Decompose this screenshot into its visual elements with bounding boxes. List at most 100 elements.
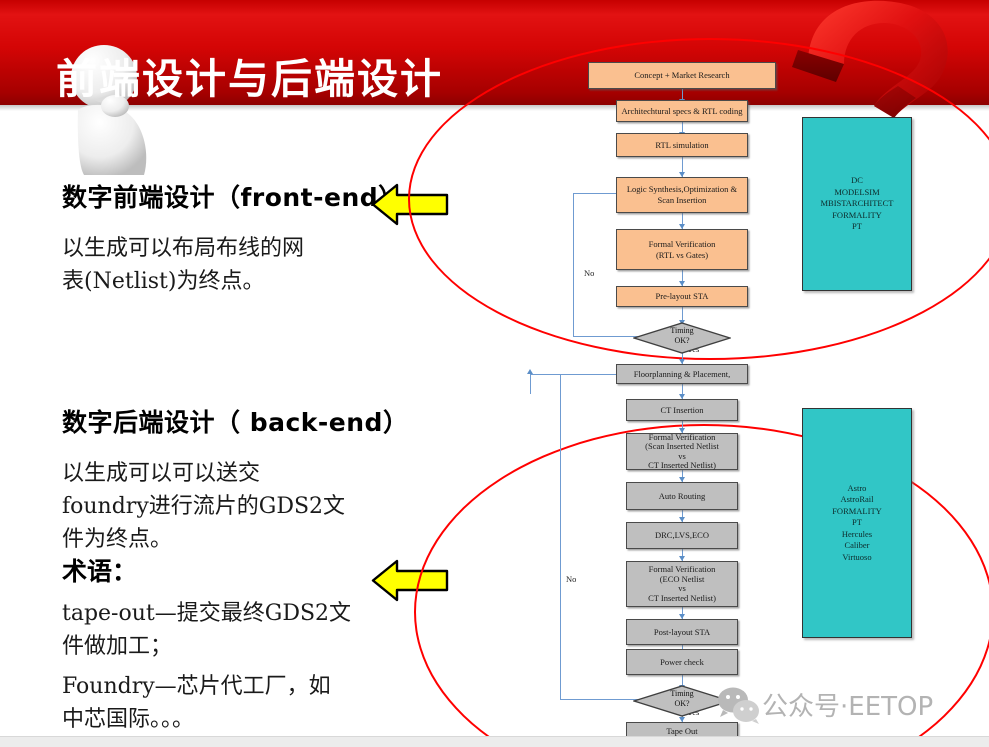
flow-node-label: Formal Verification (Scan Inserted Netli… (645, 431, 719, 470)
arrowhead-icon (678, 517, 685, 522)
flow-node-label: Concept + Market Research (634, 70, 730, 80)
flow-node-floorplanning: Floorplanning & Placement, (616, 364, 748, 384)
flow-node-concept: Concept + Market Research (588, 62, 776, 89)
arrowhead-icon (678, 359, 685, 364)
front-end-body-line1: 以生成可以布局布线的网 (62, 236, 305, 261)
arrowhead-icon (678, 428, 685, 433)
arrowhead-icon (678, 477, 685, 482)
term-foundry-line1: Foundry—芯片代工厂，如 (62, 674, 331, 699)
front-end-body: 以生成可以布局布线的网 表(Netlist)为终点。 (62, 232, 392, 298)
back-end-tools-list: Astro AstroRail FORMALITY PT Hercules Ca… (832, 483, 882, 564)
flow-node-drc-lvs-eco: DRC,LVS,ECO (626, 522, 738, 549)
flow-node-label: Auto Routing (658, 490, 706, 501)
arrowhead-icon (678, 394, 685, 399)
back-end-heading: 数字后端设计（ back-end） (62, 408, 409, 437)
flow-node-power-check: Power check (626, 649, 738, 675)
terms-heading: 术语： (62, 557, 138, 586)
edge-label-no-front: No (584, 268, 595, 278)
back-end-body: 以生成可以可以送交 foundry进行流片的GDS2文 件为终点。 (62, 457, 392, 556)
flow-node-label: Formal Verification (ECO Netlist vs CT I… (648, 564, 716, 603)
wechat-icon (716, 686, 762, 724)
term-foundry: Foundry—芯片代工厂，如 中芯国际。。。 (62, 670, 397, 736)
tool-item: PT (852, 517, 862, 528)
back-end-body-line3: 件为终点。 (62, 527, 173, 552)
term-tape-out-line1: tape-out—提交最终GDS2文 (62, 601, 352, 626)
flow-node-label: Formal Verification (RTL vs Gates) (648, 238, 716, 260)
back-end-body-line1: 以生成可以可以送交 (62, 461, 261, 486)
connector (530, 374, 561, 376)
flow-node-arch-rtl: Architechtural specs & RTL coding (616, 100, 748, 122)
flow-node-ct-insertion: CT Insertion (626, 399, 738, 421)
connector (560, 374, 562, 700)
connector (682, 549, 684, 561)
connector (682, 421, 684, 433)
connector (682, 350, 684, 364)
connector (682, 157, 684, 177)
term-tape-out: tape-out—提交最终GDS2文 件做加工； (62, 597, 397, 663)
tool-item: Hercules (841, 528, 873, 539)
tool-item: Astro (847, 482, 867, 493)
tool-item: MBISTARCHITECT (820, 198, 894, 209)
front-end-body-line2: 表(Netlist)为终点。 (62, 269, 265, 294)
connector (573, 336, 639, 338)
connector (560, 699, 638, 701)
page-title: 前端设计与后端设计 (56, 55, 443, 104)
flow-node-post-layout-sta: Post-layout STA (626, 619, 738, 645)
arrowhead-icon (678, 224, 685, 229)
arrowhead-icon (678, 556, 685, 561)
tool-item: AstroRail (840, 494, 874, 505)
term-tape-out-line2: 件做加工； (62, 634, 173, 659)
flow-node-label: Pre-layout STA (655, 291, 709, 301)
front-end-scope-ellipse (408, 38, 989, 360)
flow-node-formal-verif-scan-ct: Formal Verification (Scan Inserted Netli… (626, 431, 738, 470)
arrowhead-icon (678, 717, 685, 722)
connector (682, 607, 684, 619)
arrowhead-icon (678, 614, 685, 619)
tool-item: MODELSIM (834, 186, 880, 197)
flow-node-pre-layout-sta: Pre-layout STA (616, 286, 748, 307)
flow-node-label: Power check (660, 656, 704, 667)
connector (682, 122, 684, 137)
watermark-text: 公众号·EETOP (762, 692, 934, 722)
back-end-body-line2: foundry进行流片的GDS2文 (62, 494, 346, 519)
connector (682, 307, 684, 325)
flow-node-formal-verif-rtl-gates: Formal Verification (RTL vs Gates) (616, 229, 748, 270)
connector (682, 89, 684, 104)
connector (682, 470, 684, 482)
connector (682, 213, 684, 229)
connector (682, 384, 684, 399)
tool-item: Caliber (844, 540, 870, 551)
connector (573, 193, 575, 337)
flow-node-label: Architechtural specs & RTL coding (621, 105, 743, 116)
front-end-tools-list: DC MODELSIM MBISTARCHITECT FORMALITY PT (821, 175, 894, 233)
connector (560, 374, 671, 376)
flow-node-label: RTL simulation (655, 139, 709, 150)
flow-node-label: Post-layout STA (653, 626, 711, 637)
flow-node-label: Tape Out (666, 726, 698, 736)
flow-node-auto-routing: Auto Routing (626, 482, 738, 510)
back-end-tools-box: Astro AstroRail FORMALITY PT Hercules Ca… (802, 408, 912, 638)
arrowhead-icon (678, 281, 685, 286)
flow-node-label: Logic Synthesis,Optimization & Scan Inse… (626, 184, 738, 205)
arrowhead-icon (678, 172, 685, 177)
thinking-person-figure (58, 44, 163, 175)
connector (682, 270, 684, 286)
tool-item: Virtuoso (842, 551, 872, 562)
front-end-heading: 数字前端设计（front-end） (62, 183, 404, 212)
bottom-strip (0, 736, 989, 747)
flow-decision-timing-ok-front: Timing OK? (631, 322, 733, 354)
flow-node-formal-verif-eco-ct: Formal Verification (ECO Netlist vs CT I… (626, 561, 738, 607)
edge-label-no-back: No (566, 574, 577, 584)
tool-item: PT (852, 221, 862, 232)
connector (530, 374, 532, 394)
flow-node-rtl-sim: RTL simulation (616, 133, 748, 157)
connector (682, 510, 684, 522)
tool-item: DC (851, 175, 863, 186)
arrowhead-icon (526, 369, 533, 374)
flow-node-label: CT Insertion (660, 404, 704, 415)
front-end-tools-box: DC MODELSIM MBISTARCHITECT FORMALITY PT (802, 117, 912, 291)
tool-item: FORMALITY (832, 209, 882, 220)
tool-item: FORMALITY (832, 505, 882, 516)
flow-node-logic-synthesis: Logic Synthesis,Optimization & Scan Inse… (616, 177, 748, 213)
connector (682, 675, 684, 690)
